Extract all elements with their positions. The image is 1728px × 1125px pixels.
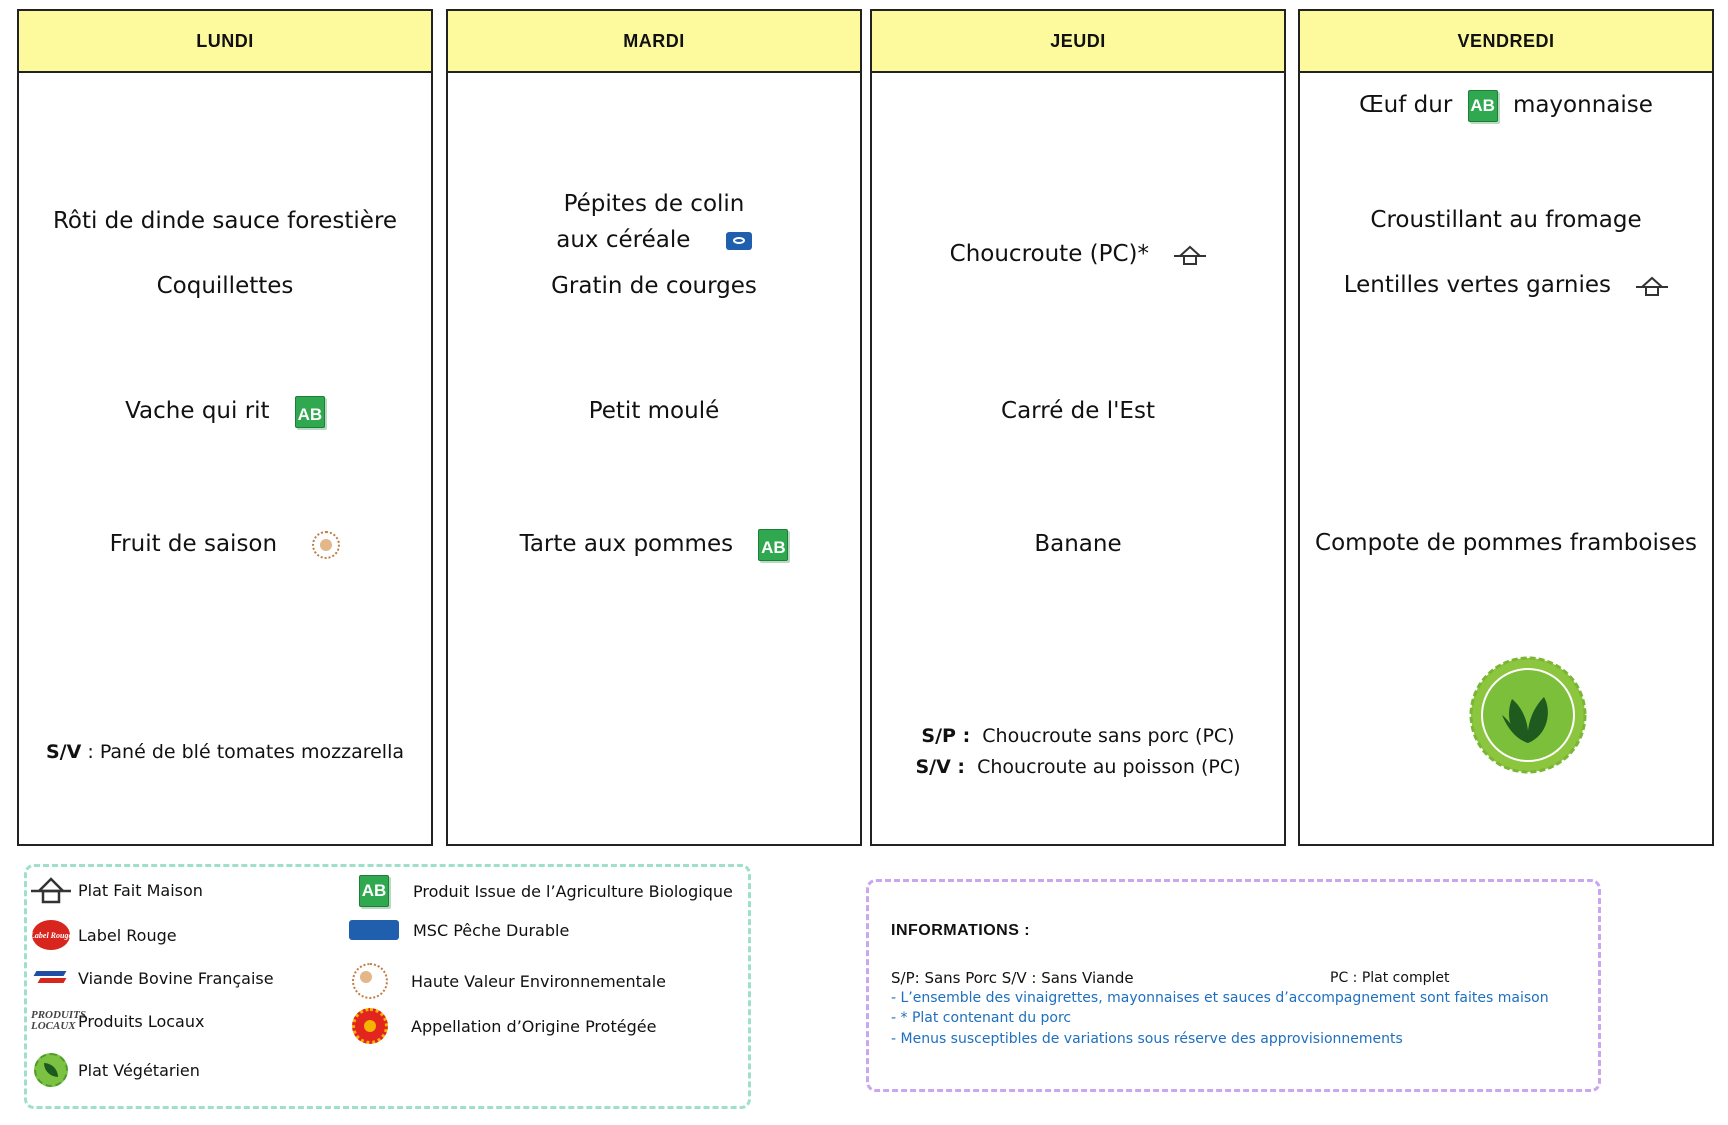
- plat-fait-maison-icon: [1636, 275, 1669, 297]
- info-pc-line: PC : Plat complet: [1330, 970, 1450, 986]
- hve-icon: [349, 963, 391, 999]
- ab-bio-icon: AB: [353, 875, 395, 907]
- legend-item: Plat Fait Maison: [30, 875, 203, 905]
- day-header: MARDI: [448, 11, 860, 73]
- ab-bio-icon: AB: [758, 528, 789, 561]
- day-column-lundi: LUNDI Rôti de dinde sauce forestière Coq…: [17, 9, 433, 846]
- menu-item-label: Lentilles vertes garnies: [1343, 272, 1611, 298]
- menu-item-label: Pépites de colin: [563, 191, 745, 217]
- menu-item: Carré de l'Est: [872, 393, 1284, 429]
- menu-item-label: Petit moulé: [588, 398, 720, 424]
- ab-bio-icon-text: AB: [359, 875, 389, 907]
- menu-item: Vache qui rit AB: [19, 393, 431, 429]
- legend-item: PRODUITS LOCAUX Produits Locaux: [30, 1010, 204, 1032]
- substitute-note: S/V : Choucroute au poisson (PC): [872, 752, 1284, 783]
- menu-item-label: Choucroute (PC)*: [949, 241, 1150, 267]
- menu-item-label: Croustillant au fromage: [1370, 207, 1642, 233]
- msc-icon: [347, 920, 401, 940]
- menu-item-label: Banane: [1034, 531, 1122, 557]
- menu-item-label: Compote de pommes framboises: [1315, 530, 1697, 556]
- note-separator: :: [950, 756, 966, 778]
- day-column-jeudi: JEUDI Choucroute (PC)* Carré de l'Est Ba…: [870, 9, 1286, 846]
- info-bullet: - L’ensemble des vinaigrettes, mayonnais…: [891, 990, 1549, 1006]
- note-code: S/P: [921, 725, 956, 747]
- day-header: VENDREDI: [1300, 11, 1712, 73]
- aop-icon: [349, 1008, 391, 1044]
- menu-item-label: Carré de l'Est: [1001, 398, 1155, 424]
- menu-item: Gratin de courges: [448, 268, 860, 304]
- substitute-note: S/V : Pané de blé tomates mozzarella: [19, 737, 431, 768]
- menu-item: Lentilles vertes garnies: [1300, 267, 1712, 303]
- menu-item: Œuf dur AB mayonnaise: [1300, 87, 1712, 123]
- menu-item: Petit moulé: [448, 393, 860, 429]
- label-rouge-icon: Label Rouge: [30, 920, 72, 950]
- day-header: LUNDI: [19, 11, 431, 73]
- day-header: JEUDI: [872, 11, 1284, 73]
- legend-item: Haute Valeur Environnementale: [349, 963, 666, 999]
- legend-label: Produit Issue de l’Agriculture Biologiqu…: [413, 881, 733, 901]
- legend-label: Produits Locaux: [78, 1011, 205, 1031]
- info-legend-line: S/P: Sans Porc S/V : Sans Viande: [891, 969, 1134, 987]
- substitute-note: S/P : Choucroute sans porc (PC): [872, 721, 1284, 752]
- info-title: INFORMATIONS :: [891, 922, 1031, 939]
- legend-item: Appellation d’Origine Protégée: [349, 1008, 656, 1044]
- viande-bovine-francaise-icon: [30, 965, 72, 991]
- legend-item: Viande Bovine Française: [30, 965, 274, 991]
- menu-item-label: Gratin de courges: [551, 273, 757, 299]
- legend-label: Plat Fait Maison: [78, 880, 203, 900]
- menu-item-label: aux céréale: [556, 227, 691, 253]
- menu-item-label: Rôti de dinde sauce forestière: [52, 208, 398, 234]
- note-code: S/V: [46, 741, 82, 763]
- ab-bio-icon: AB: [294, 395, 325, 428]
- day-column-vendredi: VENDREDI Œuf dur AB mayonnaise Croustill…: [1298, 9, 1714, 846]
- legend-label: Appellation d’Origine Protégée: [411, 1016, 657, 1036]
- legend-label: Haute Valeur Environnementale: [411, 971, 667, 991]
- msc-icon: [725, 231, 752, 250]
- menu-item: Rôti de dinde sauce forestière: [19, 203, 431, 239]
- legend-item: Label Rouge Label Rouge: [30, 920, 177, 950]
- legend-item: AB Produit Issue de l’Agriculture Biolog…: [353, 875, 733, 907]
- menu-item: Banane: [872, 526, 1284, 562]
- menu-item-label: Coquillettes: [156, 273, 294, 299]
- note-text: Choucroute au poisson (PC): [977, 756, 1241, 778]
- menu-item-label: mayonnaise: [1512, 92, 1653, 118]
- menu-item: Choucroute (PC)*: [872, 236, 1284, 272]
- label-rouge-icon-text: Label Rouge: [30, 920, 72, 950]
- menu-item: Fruit de saison: [19, 526, 431, 562]
- legend-label: Viande Bovine Française: [78, 968, 274, 988]
- note-separator: :: [81, 741, 100, 763]
- plat-vegetarien-icon: [30, 1053, 72, 1087]
- plat-fait-maison-icon: [30, 875, 72, 905]
- menu-item-label: Œuf dur: [1359, 92, 1453, 118]
- info-bullet: - Menus susceptibles de variations sous …: [891, 1031, 1403, 1047]
- note-separator: :: [955, 725, 971, 747]
- legend-label: Plat Végétarien: [78, 1060, 200, 1080]
- produits-locaux-icon: PRODUITS LOCAUX: [30, 1009, 87, 1032]
- menu-item-label: Tarte aux pommes: [519, 531, 734, 557]
- vegetarian-badge-icon: [1468, 655, 1588, 775]
- legend-label: Label Rouge: [78, 925, 177, 945]
- note-text: Pané de blé tomates mozzarella: [99, 741, 404, 763]
- legend-item: Plat Végétarien: [30, 1053, 200, 1087]
- produits-locaux-icon-text: PRODUITS LOCAUX: [31, 1009, 87, 1032]
- day-column-mardi: MARDI Pépites de colin aux céréale Grati…: [446, 9, 862, 846]
- note-text: Choucroute sans porc (PC): [982, 725, 1235, 747]
- menu-item: aux céréale: [448, 222, 860, 258]
- ab-bio-icon: AB: [1467, 89, 1498, 122]
- menu-item-label: Vache qui rit: [125, 398, 270, 424]
- legend-label: MSC Pêche Durable: [413, 920, 570, 940]
- menu-item: Pépites de colin: [448, 186, 860, 222]
- legend-item: MSC Pêche Durable: [347, 920, 569, 940]
- menu-item: Compote de pommes framboises: [1300, 525, 1712, 561]
- menu-item: Tarte aux pommes AB: [448, 526, 860, 562]
- plat-fait-maison-icon: [1174, 244, 1207, 266]
- menu-item: Croustillant au fromage: [1300, 202, 1712, 238]
- information-box: INFORMATIONS : S/P: Sans Porc S/V : Sans…: [866, 879, 1601, 1092]
- note-code: S/V: [915, 756, 951, 778]
- hve-icon: [312, 530, 341, 559]
- menu-item-label: Fruit de saison: [109, 531, 278, 557]
- info-bullet: - * Plat contenant du porc: [891, 1010, 1072, 1026]
- legend-box: Plat Fait Maison Label Rouge Label Rouge…: [24, 864, 751, 1109]
- menu-item: Coquillettes: [19, 268, 431, 304]
